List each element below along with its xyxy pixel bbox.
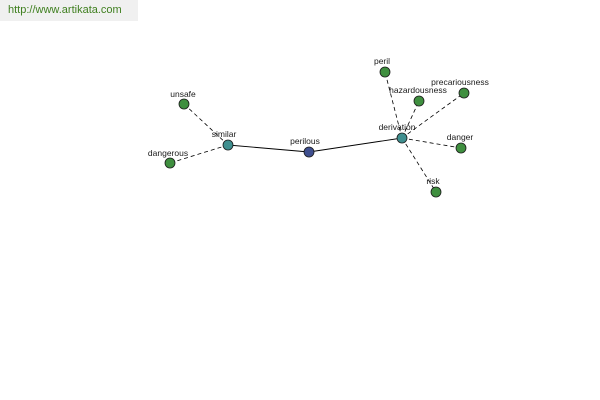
node-marker-dangerous[interactable]	[164, 157, 176, 169]
node-derivation[interactable]: derivation	[379, 122, 416, 144]
node-label-hazardousness: hazardousness	[389, 85, 447, 95]
node-marker-danger[interactable]	[455, 142, 467, 154]
node-marker-precariousness[interactable]	[458, 87, 470, 99]
site-url-banner[interactable]: http://www.artikata.com	[0, 0, 138, 21]
node-label-unsafe: unsafe	[170, 89, 196, 99]
node-marker-risk[interactable]	[430, 186, 442, 198]
edge-derivation-risk	[401, 137, 437, 193]
node-precariousness[interactable]: precariousness	[431, 77, 489, 99]
node-label-risk: risk	[426, 176, 440, 186]
node-perilous[interactable]: perilous	[290, 136, 320, 158]
node-peril[interactable]: peril	[374, 56, 391, 78]
node-danger[interactable]: danger	[447, 132, 474, 154]
nodes-layer: perilous similar derivation unsafe dangerous…	[148, 56, 489, 198]
node-label-similar: similar	[212, 129, 237, 139]
node-similar[interactable]: similar	[212, 129, 237, 151]
node-label-perilous: perilous	[290, 136, 320, 146]
edges-layer	[169, 71, 465, 193]
node-unsafe[interactable]: unsafe	[170, 89, 196, 110]
node-marker-hazardousness[interactable]	[413, 95, 425, 107]
node-risk[interactable]: risk	[426, 176, 442, 198]
edge-similar-unsafe	[183, 103, 229, 146]
node-label-peril: peril	[374, 56, 390, 66]
edge-perilous-similar	[227, 144, 310, 153]
node-marker-peril[interactable]	[379, 66, 391, 78]
edge-similar-dangerous	[169, 144, 229, 164]
node-label-precariousness: precariousness	[431, 77, 489, 87]
edge-perilous-derivation	[308, 137, 403, 153]
node-hazardousness[interactable]: hazardousness	[389, 85, 447, 107]
edge-derivation-danger	[401, 137, 462, 149]
node-marker-perilous[interactable]	[303, 146, 315, 158]
edge-derivation-precariousness	[401, 92, 465, 139]
node-label-danger: danger	[447, 132, 474, 142]
node-marker-derivation[interactable]	[396, 132, 408, 144]
node-dangerous[interactable]: dangerous	[148, 148, 188, 169]
node-label-dangerous: dangerous	[148, 148, 188, 158]
node-label-derivation: derivation	[379, 122, 416, 132]
node-marker-similar[interactable]	[222, 139, 234, 151]
edge-derivation-hazardousness	[401, 100, 420, 139]
node-marker-unsafe[interactable]	[178, 98, 190, 110]
edge-derivation-peril	[384, 71, 403, 139]
